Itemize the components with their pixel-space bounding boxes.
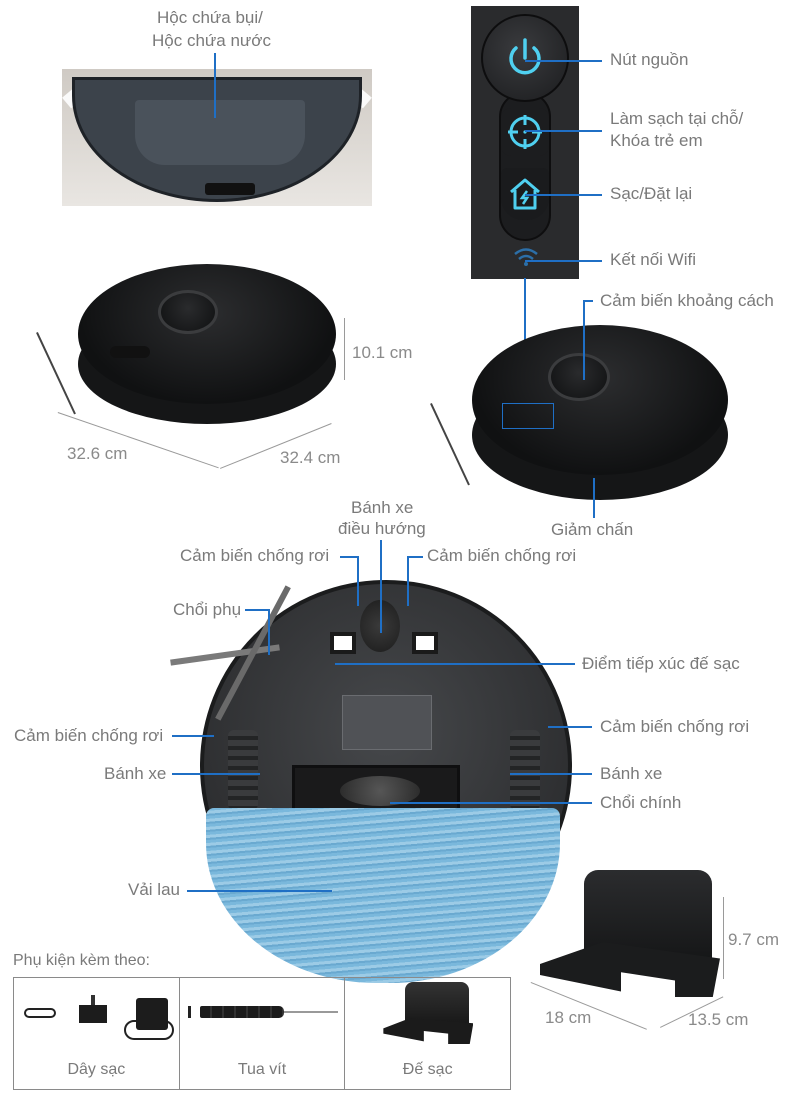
main-brush-label: Chổi chính — [600, 793, 682, 812]
cliff-sensor-top-left-label: Cảm biến chống rơi — [180, 546, 330, 565]
side-brush-leader-h — [245, 609, 269, 611]
caster-wheel-label-line2: điều hướng — [338, 519, 426, 538]
power-icon — [481, 14, 569, 102]
wheel-left-label: Bánh xe — [104, 764, 167, 783]
charging-contacts-label: Điểm tiếp xúc đế sạc — [582, 654, 740, 673]
spot-clean-label-line2: Khóa trẻ em — [610, 131, 703, 150]
wifi-leader — [525, 260, 602, 262]
dock-height-dimension: 9.7 cm — [728, 930, 780, 949]
power-button-label: Nút nguồn — [610, 50, 689, 69]
wheel-right-leader — [510, 773, 592, 775]
cliff-left-leader — [172, 735, 214, 737]
charging-contact-right — [412, 632, 438, 654]
charging-contacts-leader — [335, 663, 575, 665]
bumper-label: Giảm chấn — [551, 520, 634, 539]
product-sticker — [342, 695, 432, 750]
accessory-label: Tua vít — [237, 1061, 287, 1078]
caster-leader — [380, 540, 382, 633]
side-brush-leader-v — [268, 609, 270, 655]
charging-dock-image — [540, 870, 720, 1000]
cliff-top-left-leader-v — [357, 556, 359, 606]
cliff-top-right-leader-v — [407, 556, 409, 606]
accessory-charger: Dây sạc — [14, 978, 180, 1089]
left-wheel — [228, 730, 258, 810]
mop-cloth — [206, 808, 560, 983]
wheel-right-label: Bánh xe — [600, 764, 663, 783]
dust-box-label-line2: Hộc chứa nước — [152, 31, 271, 50]
cliff-sensor-right-label: Cảm biến chống rơi — [600, 717, 750, 736]
accessories-title: Phụ kiện kèm theo: — [13, 952, 150, 969]
distance-sensor-leader-h — [583, 300, 593, 302]
robot-length-dimension: 32.6 cm — [67, 444, 128, 463]
distance-sensor-leader-v — [583, 300, 585, 380]
charging-dock-icon — [383, 982, 474, 1044]
side-brush-label: Chổi phụ — [173, 600, 242, 619]
robot-buttons-highlight — [502, 403, 554, 429]
dock-width-dimension: 13.5 cm — [688, 1010, 749, 1029]
mop-leader — [187, 890, 332, 892]
screwdriver-icon — [187, 1006, 338, 1018]
robot-buttons — [110, 346, 150, 358]
accessory-dock: Đế sạc — [345, 978, 510, 1089]
cliff-right-leader — [548, 726, 592, 728]
wifi-icon — [513, 246, 539, 273]
charge-reset-label: Sạc/Đặt lại — [610, 184, 693, 203]
accessories-table: Dây sạc Tua vít Đế sạc — [13, 977, 511, 1090]
accessory-label: Đế sạc — [402, 1061, 453, 1078]
robot-top-view-image — [36, 264, 342, 424]
bumper-leader — [593, 478, 595, 518]
dust-box-label-line1: Hộc chứa bụi/ — [157, 8, 263, 27]
spot-clean-leader — [525, 130, 602, 132]
main-brush-leader — [390, 802, 592, 804]
robot-angled-view-image — [430, 325, 728, 500]
spot-clean-label-line1: Làm sạch tại chỗ/ — [610, 109, 744, 128]
dock-height-arrow — [723, 897, 724, 979]
dust-box-leader-inner — [214, 53, 216, 118]
accessory-label: Dây sạc — [67, 1061, 126, 1078]
robot-height-dimension: 10.1 cm — [352, 343, 413, 362]
robot-width-dimension: 32.4 cm — [280, 448, 341, 467]
wheel-left-leader — [172, 773, 260, 775]
cliff-top-right-leader-h — [407, 556, 423, 558]
cliff-top-left-leader-h — [340, 556, 358, 558]
cliff-sensor-top-right-label: Cảm biến chống rơi — [427, 546, 577, 565]
accessory-screwdriver: Tua vít — [180, 978, 346, 1089]
charging-contact-left — [330, 632, 356, 654]
dock-length-dimension: 18 cm — [545, 1008, 592, 1027]
distance-sensor-label: Cảm biến khoảng cách — [600, 291, 774, 310]
power-button-leader — [525, 60, 602, 62]
main-brush — [292, 765, 460, 813]
robot-bottom-view-image — [170, 580, 572, 983]
robot-height-arrow — [344, 318, 345, 380]
charge-reset-leader — [525, 194, 602, 196]
wifi-label: Kết nối Wifi — [610, 250, 696, 269]
cliff-sensor-left-label: Cảm biến chống rơi — [14, 726, 164, 745]
caster-wheel-label-line1: Bánh xe — [351, 498, 414, 517]
spot-clean-icon — [501, 108, 549, 156]
right-wheel — [510, 730, 540, 810]
control-panel-image — [471, 6, 579, 279]
dust-box-image — [62, 69, 372, 206]
charger-cable-icon — [24, 990, 174, 1040]
mop-cloth-label: Vải lau — [128, 880, 180, 899]
